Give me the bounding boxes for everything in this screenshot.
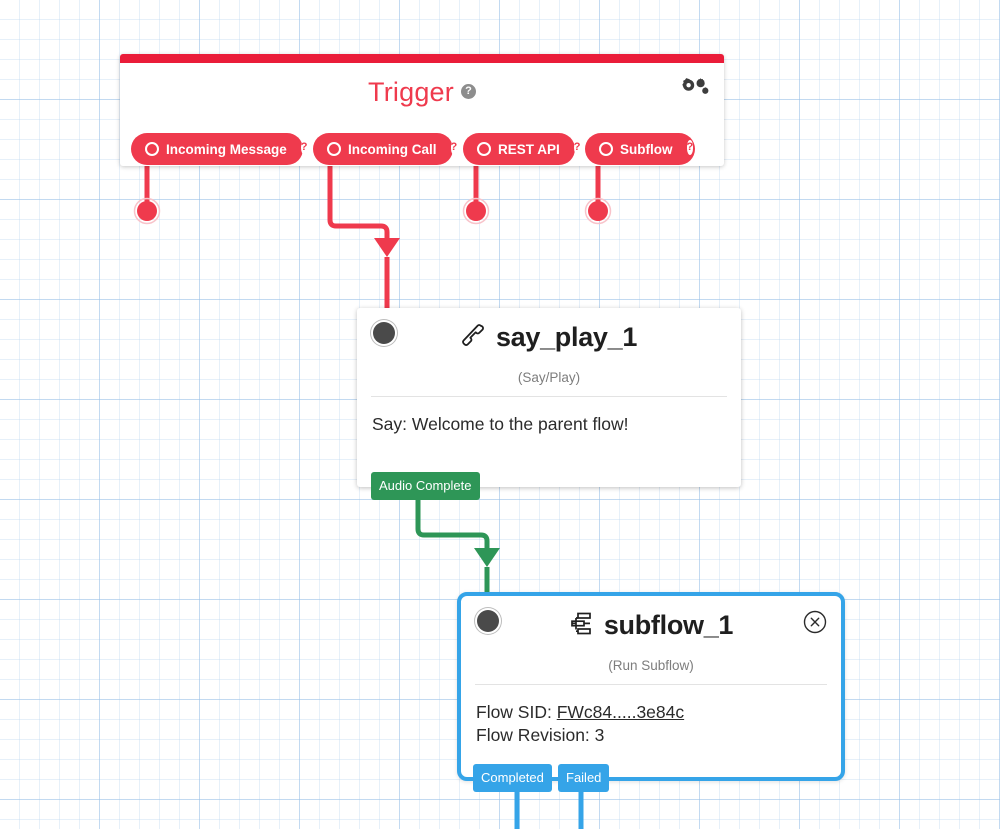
say-text: Say: Welcome to the parent flow! xyxy=(372,414,629,434)
widget-say-play-1[interactable]: say_play_1 (Say/Play) Say: Welcome to th… xyxy=(357,308,741,500)
output-port-icon[interactable] xyxy=(477,142,491,156)
trigger-pill-label: Subflow xyxy=(620,141,673,157)
widget-title-row: say_play_1 xyxy=(357,322,741,356)
input-port-icon[interactable] xyxy=(477,610,499,632)
help-icon[interactable]: ? xyxy=(573,140,581,155)
help-icon[interactable]: ? xyxy=(300,140,308,155)
widget-title-row: subflow_1 xyxy=(461,610,841,644)
trigger-card[interactable]: Trigger? Incoming Message xyxy=(120,54,724,166)
output-tab-label: Completed xyxy=(481,770,544,785)
wire-rest-api xyxy=(462,156,490,225)
trigger-help-icon[interactable]: ? xyxy=(460,83,476,99)
phone-handset-icon xyxy=(461,323,487,356)
field-flow-sid-value[interactable]: FWc84.....3e84c xyxy=(556,702,685,722)
trigger-pill-incoming-message[interactable]: Incoming Message ? xyxy=(131,133,308,165)
close-circle-icon[interactable] xyxy=(803,610,827,634)
help-icon[interactable]: ? xyxy=(686,140,694,155)
output-tab-label: Audio Complete xyxy=(379,478,472,493)
output-port-icon[interactable] xyxy=(327,142,341,156)
output-tab-label: Failed xyxy=(566,770,602,785)
gears-icon[interactable] xyxy=(680,77,710,105)
page-title: Trigger xyxy=(368,77,454,107)
widget-title: subflow_1 xyxy=(603,610,734,640)
output-tab-completed[interactable]: Completed xyxy=(473,764,552,792)
output-port-icon[interactable] xyxy=(599,142,613,156)
widget-header: say_play_1 (Say/Play) xyxy=(357,308,741,396)
widget-subtitle: (Say/Play) xyxy=(517,370,581,385)
output-tab-failed[interactable]: Failed xyxy=(558,764,610,792)
trigger-pill-incoming-call[interactable]: Incoming Call ? xyxy=(313,133,458,165)
widget-body: Say: Welcome to the parent flow! xyxy=(357,397,741,436)
output-tab-audio-complete[interactable]: Audio Complete xyxy=(371,472,480,500)
field-flow-sid-label: Flow SID: xyxy=(476,702,557,722)
help-icon[interactable]: ? xyxy=(450,140,458,155)
wire-incoming-message xyxy=(133,156,161,225)
widget-subflow-1[interactable]: subflow_1 (Run Subflow) Flow SID: FWc84.… xyxy=(457,592,845,792)
input-port-icon[interactable] xyxy=(373,322,395,344)
sitemap-icon xyxy=(569,611,595,644)
widget-title: say_play_1 xyxy=(495,322,638,352)
field-flow-revision: Flow Revision: 3 xyxy=(476,724,826,747)
field-flow-revision-label: Flow Revision: xyxy=(476,725,595,746)
wire-subflow-trigger xyxy=(584,156,612,225)
widget-subtitle: (Run Subflow) xyxy=(608,658,694,673)
trigger-pill-rest-api[interactable]: REST API ? xyxy=(463,133,581,165)
wire-incoming-call-to-say-play xyxy=(327,156,400,310)
widget-header: subflow_1 (Run Subflow) xyxy=(461,596,841,684)
trigger-pill-label: Incoming Call xyxy=(348,141,437,157)
wire-audio-complete-to-subflow xyxy=(415,500,500,596)
trigger-title-row: Trigger? xyxy=(120,77,724,108)
widget-body: Flow SID: FWc84.....3e84c Flow Revision:… xyxy=(461,685,841,748)
trigger-pill-label: REST API xyxy=(498,141,560,157)
output-port-icon[interactable] xyxy=(145,142,159,156)
divider xyxy=(371,396,727,397)
field-flow-revision-value: 3 xyxy=(594,725,605,746)
trigger-pill-subflow[interactable]: Subflow ? xyxy=(585,133,695,165)
field-flow-sid: Flow SID: FWc84.....3e84c xyxy=(476,701,826,724)
trigger-pill-label: Incoming Message xyxy=(166,141,287,157)
divider xyxy=(475,684,827,685)
